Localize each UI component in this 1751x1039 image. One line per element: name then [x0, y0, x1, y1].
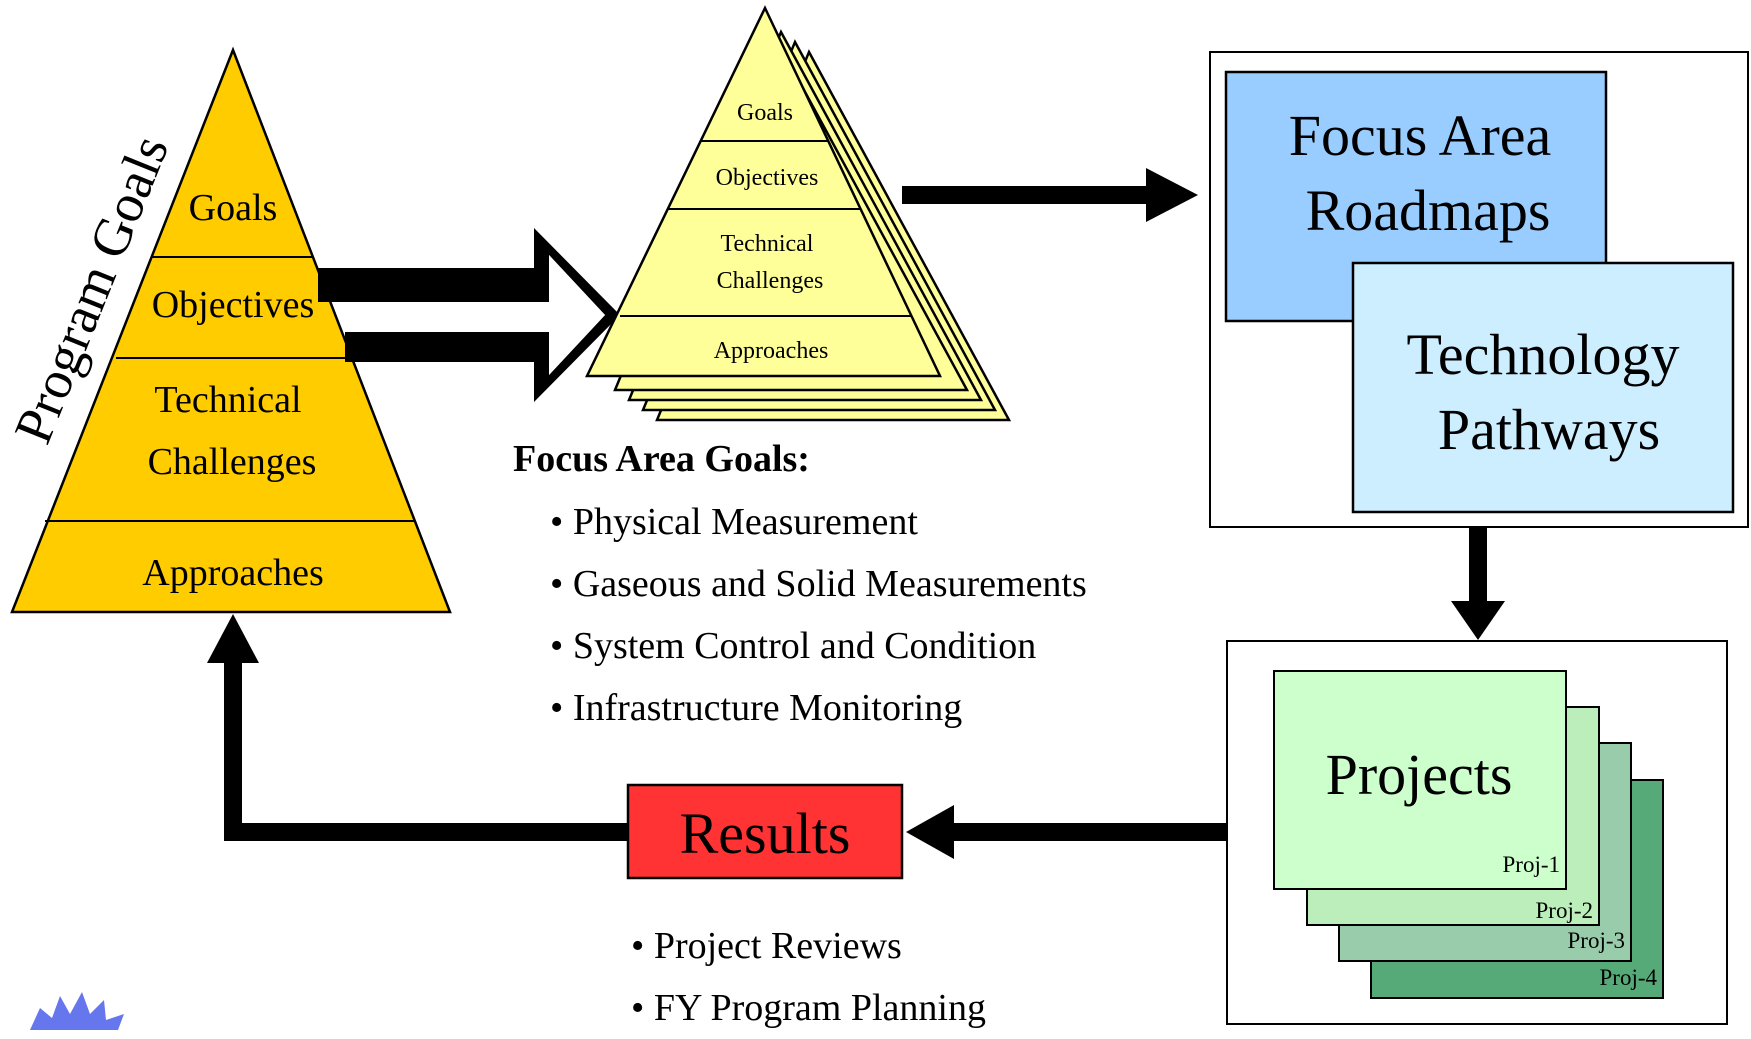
roadmaps-line-2: Roadmaps: [1306, 178, 1551, 243]
program-tier-approaches: Approaches: [142, 552, 323, 594]
focus-tier-goals: Goals: [737, 100, 793, 126]
list-item: Project Reviews: [631, 915, 986, 977]
focus-pyramid-stack: Goals Objectives Technical Challenges Ap…: [585, 5, 1012, 422]
arrow-to-results: [906, 805, 1227, 859]
arrow-to-projects: [1451, 527, 1505, 640]
list-item: System Control and Condition: [550, 615, 1087, 677]
pathways-line-1: Technology: [1407, 322, 1680, 387]
focus-tier-approaches: Approaches: [714, 338, 829, 364]
project-card-3-label: Proj-3: [1568, 928, 1626, 953]
hollow-arrow-to-focus-pyramid: [318, 228, 620, 402]
focus-tier-technical: Technical: [721, 231, 814, 257]
arrow-to-roadmaps: [902, 168, 1198, 222]
program-pyramid: Goals Objectives Technical Challenges Ap…: [3, 46, 452, 614]
project-card-1-label: Proj-1: [1503, 852, 1561, 877]
roadmaps-line-1: Focus Area: [1289, 103, 1552, 168]
starburst-logo: [30, 992, 124, 1030]
projects-title: Projects: [1326, 742, 1513, 807]
focus-area-goals-list: Physical Measurement Gaseous and Solid M…: [550, 491, 1087, 739]
program-pyramid-shape: [10, 46, 452, 614]
arrow-to-program-pyramid: [207, 614, 628, 841]
pathways-box: [1351, 261, 1735, 514]
results-box: [626, 783, 904, 880]
results-list: Project Reviews FY Program Planning: [631, 915, 986, 1039]
list-item: FY Program Planning: [631, 977, 986, 1039]
project-card-4-label: Proj-4: [1600, 965, 1658, 990]
program-tier-objectives: Objectives: [152, 284, 315, 326]
list-item: Physical Measurement: [550, 491, 1087, 553]
focus-pyramid-front: [585, 5, 942, 378]
focus-area-goals-heading: Focus Area Goals:: [513, 438, 810, 480]
project-card-1: [1273, 670, 1567, 890]
focus-tier-challenges: Challenges: [717, 268, 824, 294]
program-tier-goals: Goals: [189, 187, 278, 229]
program-tier-challenges: Challenges: [148, 441, 317, 483]
hollow-arrow-inner: [549, 255, 605, 375]
project-card-2-label: Proj-2: [1536, 898, 1594, 923]
focus-tier-objectives: Objectives: [716, 165, 819, 191]
program-tier-technical: Technical: [154, 379, 301, 421]
list-item: Infrastructure Monitoring: [550, 677, 1087, 739]
results-label: Results: [680, 801, 851, 866]
pathways-line-2: Pathways: [1438, 397, 1660, 462]
list-item: Gaseous and Solid Measurements: [550, 553, 1087, 615]
